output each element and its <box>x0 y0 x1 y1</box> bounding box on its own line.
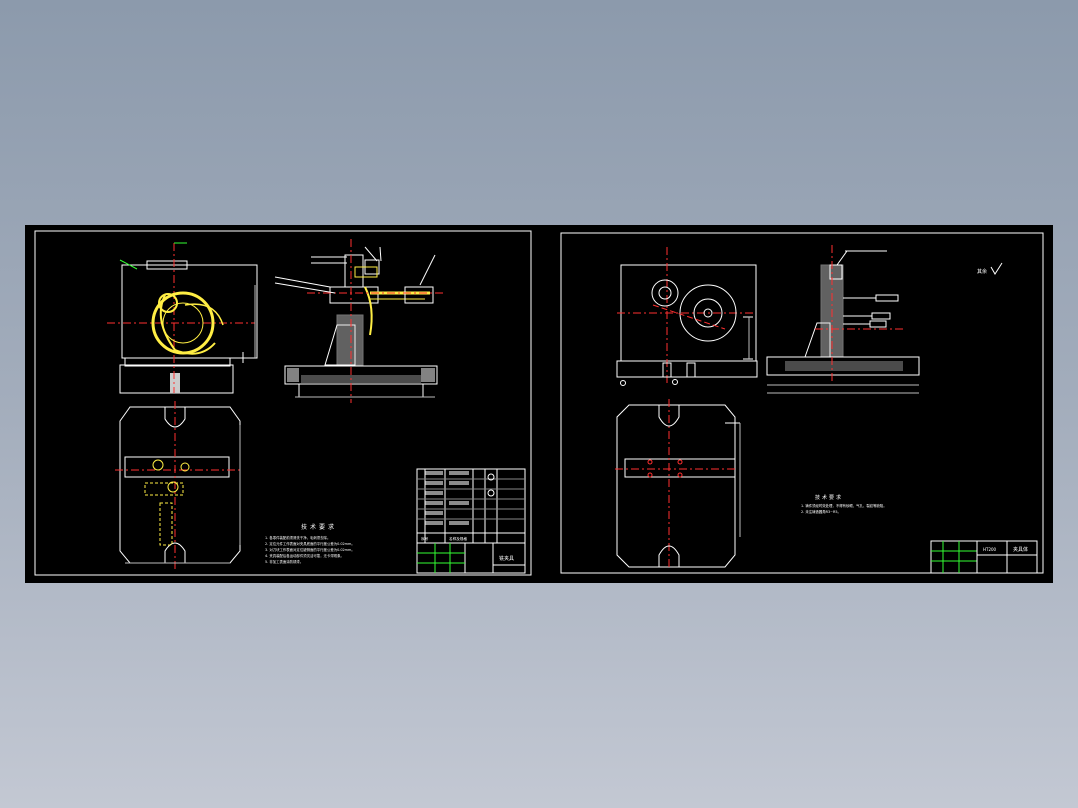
assembly-title-name: 铣夹具 <box>499 555 514 562</box>
assembly-tech-line-5: 5. 非加工表面涂防锈漆。 <box>265 559 303 564</box>
roughness-note: 其余 <box>977 268 987 275</box>
assembly-tech-line-4: 4. 夹具装配后各运动部件须灵活可靠，无卡滞现象。 <box>265 553 344 558</box>
assembly-parts-list: 序号 名称及规格 铣夹具 <box>416 468 526 574</box>
part-title-name: 夹具体 <box>1013 546 1028 553</box>
assembly-tech-line-1: 1. 各零件装配前须清洗干净，毛刺须去除。 <box>265 535 330 540</box>
part-title-material: HT200 <box>983 547 997 552</box>
part-plan-view <box>615 399 741 570</box>
part-front-view <box>616 247 758 386</box>
part-tech-line-1: 1. 铸件须经时效处理，不得有砂眼、气孔、裂纹等缺陷。 <box>801 503 887 508</box>
part-sheet-border <box>560 232 1044 574</box>
drawing-sheets[interactable]: 技术要求 1. 各零件装配前须清洗干净，毛刺须去除。 2. 定位元件工作表面对夹… <box>25 225 1053 583</box>
part-side-view <box>766 245 920 394</box>
assembly-drawing-sheet: 技术要求 1. 各零件装配前须清洗干净，毛刺须去除。 2. 定位元件工作表面对夹… <box>34 230 532 576</box>
roughness-symbol-icon: 其余 <box>977 262 1003 275</box>
part-tech-heading: 技术要求 <box>815 494 843 501</box>
part-tech-requirements: 技术要求 1. 铸件须经时效处理，不得有砂眼、气孔、裂纹等缺陷。 2. 未注铸造… <box>801 494 887 514</box>
part-title-block: HT200 夹具体 <box>930 540 1038 574</box>
assembly-parts-header-name: 名称及规格 <box>449 536 467 541</box>
part-tech-line-2: 2. 未注铸造圆角R3~R5。 <box>801 509 841 514</box>
assembly-parts-header-no: 序号 <box>421 536 429 541</box>
part-drawing-sheet: 其余 技术要求 1. 铸件须经时效处理，不得有砂眼、气孔、裂纹等缺陷。 2. 未… <box>560 232 1044 574</box>
assembly-tech-line-2: 2. 定位元件工作表面对夹具底面的平行度公差为0.02mm。 <box>265 541 355 546</box>
assembly-sheet-border <box>34 230 532 576</box>
assembly-tech-requirements: 技术要求 1. 各零件装配前须清洗干净，毛刺须去除。 2. 定位元件工作表面对夹… <box>265 523 355 564</box>
assembly-plan-view <box>115 401 241 570</box>
assembly-side-view <box>274 239 445 403</box>
assembly-front-view <box>107 242 258 394</box>
assembly-tech-line-3: 3. 对刀块工作表面对定位键侧面的平行度公差为0.02mm。 <box>265 547 355 552</box>
drawing-canvas[interactable]: 技术要求 1. 各零件装配前须清洗干净，毛刺须去除。 2. 定位元件工作表面对夹… <box>25 225 1053 583</box>
assembly-tech-heading: 技术要求 <box>301 523 337 531</box>
